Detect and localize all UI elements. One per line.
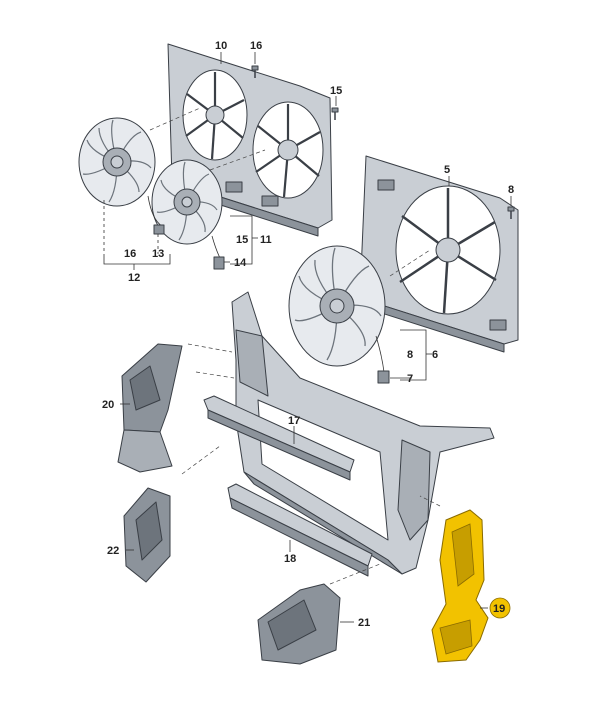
air-duct-21 [257, 583, 341, 665]
connector-7 [377, 370, 390, 384]
callout-19: 19 [493, 603, 505, 615]
callout-15-top: 15 [330, 85, 342, 97]
fan-15 [151, 159, 223, 245]
callout-12: 12 [128, 272, 140, 284]
callout-5: 5 [444, 164, 450, 176]
callout-6: 6 [432, 349, 438, 361]
callout-8-top: 8 [508, 184, 514, 196]
screw-16-top [251, 65, 259, 78]
fan-shroud-5 [359, 155, 519, 353]
connector-14 [213, 256, 225, 270]
callout-7: 7 [407, 373, 413, 385]
screw-15-top [331, 107, 339, 120]
callout-14: 14 [234, 257, 247, 269]
air-guide-19-highlighted [431, 509, 489, 663]
callout-20: 20 [102, 399, 114, 411]
callout-11: 11 [260, 234, 272, 246]
fan-8 [288, 245, 386, 367]
group-bracket-6 [400, 329, 432, 381]
callout-13: 13 [152, 248, 164, 260]
callout-17: 17 [288, 415, 300, 427]
air-duct-22 [123, 487, 171, 583]
air-duct-20 [117, 343, 183, 473]
group-bracket-11 [230, 215, 258, 265]
bracket-18 [227, 483, 373, 577]
connector-13 [153, 224, 165, 235]
screw-8-top [507, 206, 515, 219]
callout-21: 21 [358, 617, 370, 629]
callout-15-mid: 15 [236, 234, 248, 246]
callout-labels: 10 16 15 5 8 16 13 12 15 11 14 8 6 7 20 … [102, 40, 514, 629]
callout-16-top: 16 [250, 40, 262, 52]
assembly-lines [149, 107, 441, 585]
group-bracket-12 [103, 200, 171, 270]
fan-16 [78, 117, 156, 207]
callout-22: 22 [107, 545, 119, 557]
callout-8-mid: 8 [407, 349, 413, 361]
callout-18: 18 [284, 553, 296, 565]
callout-19-badge [489, 597, 511, 619]
bracket-17 [203, 395, 355, 481]
callout-10: 10 [215, 40, 227, 52]
leader-lines [120, 52, 512, 623]
callout-16-left: 16 [124, 248, 136, 260]
